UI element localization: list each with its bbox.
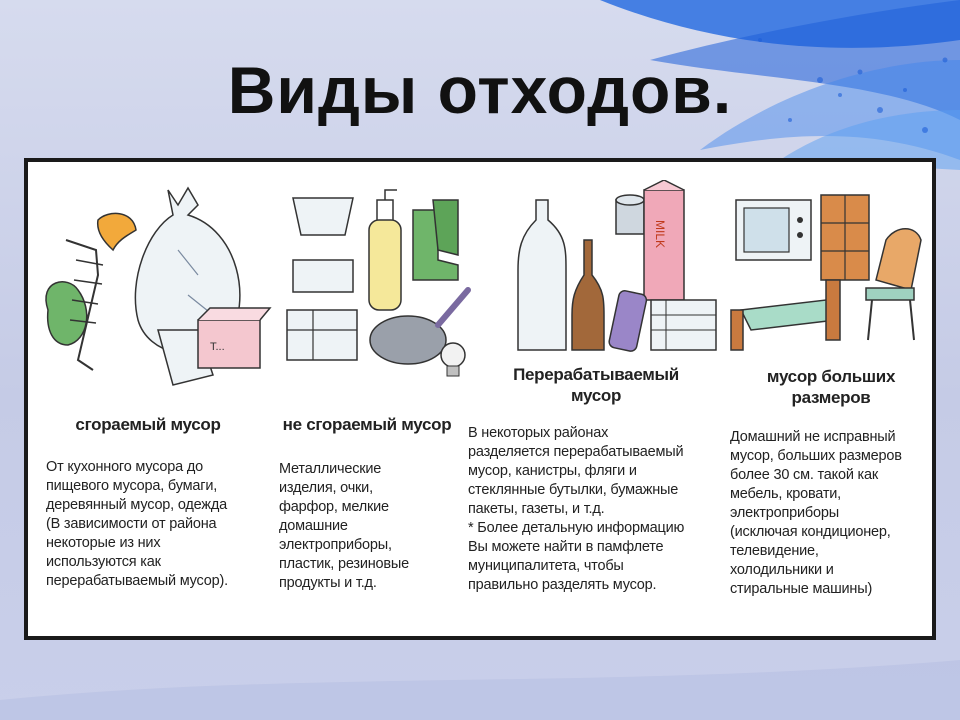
combustible-waste-illustration: T... [45, 186, 272, 386]
slide-title: Виды отходов. [227, 53, 733, 127]
non-combustible-waste-illustration [286, 189, 471, 377]
bulky-waste-illustration [730, 194, 922, 351]
box-label-text: T... [210, 341, 225, 353]
category-label: сгораемый мусор [75, 415, 221, 434]
recyclable-waste-illustration: MILK [517, 180, 717, 352]
milk-carton-label: MILK [653, 220, 667, 248]
category-description: В некоторых районах разделяется перераба… [468, 425, 685, 593]
category-label: мусор больших размеров [766, 367, 896, 407]
category-label: не сгораемый мусор [282, 415, 452, 434]
category-description: Металлические изделия, очки, фарфор, мел… [279, 461, 409, 591]
category-label: Перерабатываемый мусор [513, 365, 679, 405]
category-description: Домашний не исправный мусор, больших раз… [730, 429, 902, 597]
waste-types-panel: T... сгораемый мусор От кухонного мусора… [24, 158, 936, 640]
category-non-combustible: не сгораемый мусор Металлические изделия… [273, 162, 473, 636]
category-description: От кухонного мусора до пищевого мусора, … [46, 459, 228, 589]
category-bulky: мусор больших размеров Домашний не испра… [726, 162, 936, 636]
category-recyclable: MILK Перерабатываемый мусор В некоторых … [466, 162, 726, 636]
category-combustible: T... сгораемый мусор От кухонного мусора… [38, 162, 273, 636]
